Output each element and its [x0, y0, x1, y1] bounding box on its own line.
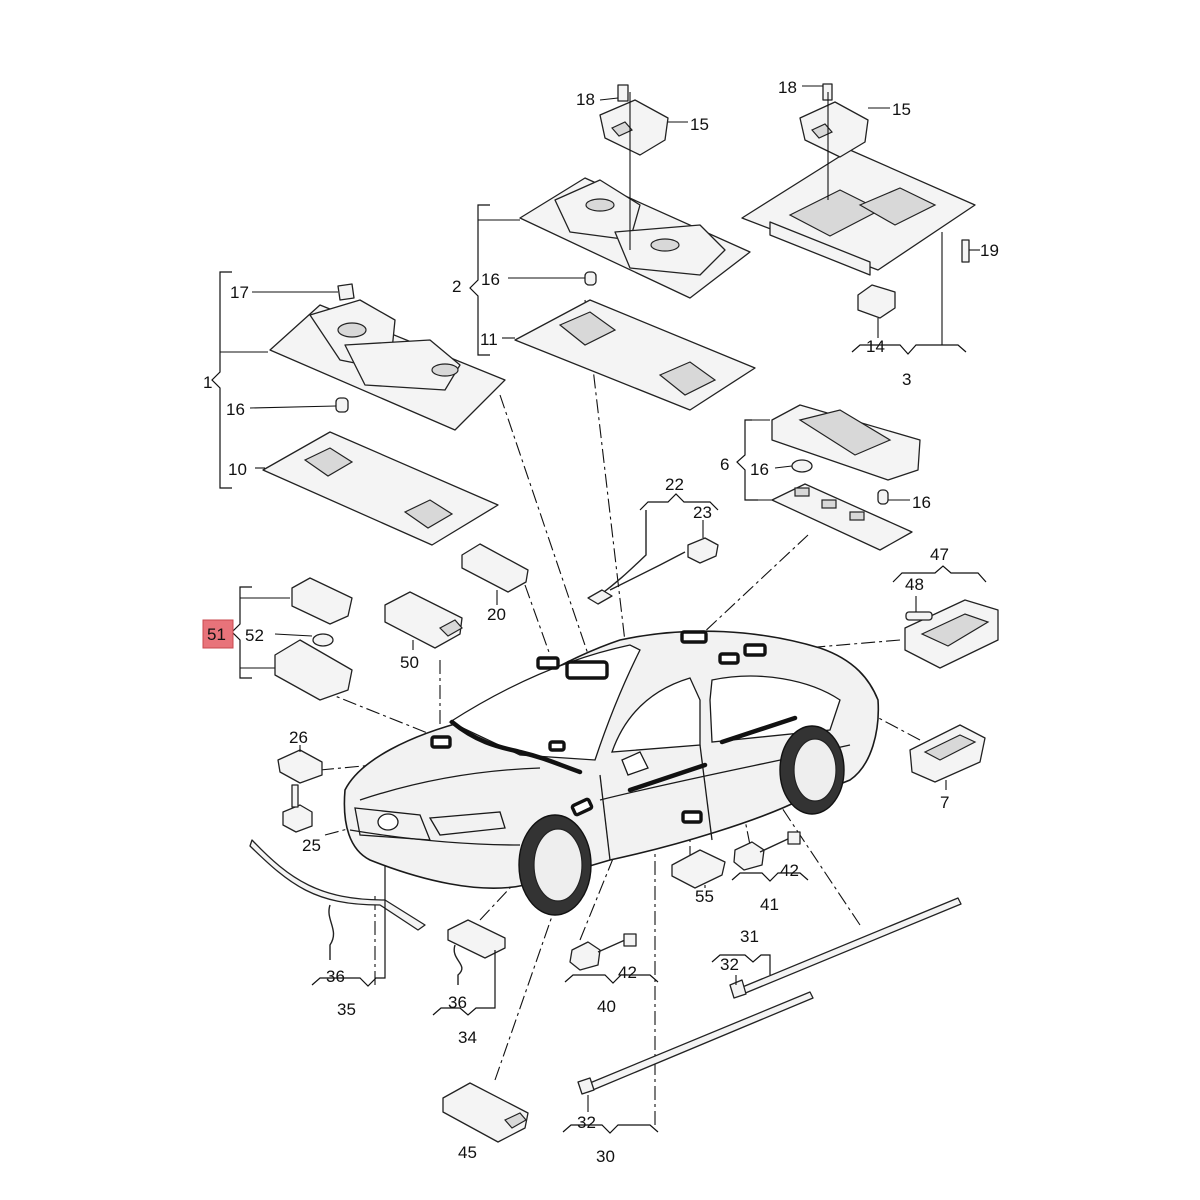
highlight-box-51 [202, 619, 234, 649]
module-15-right [799, 101, 869, 158]
callout-42-lower: 42 [618, 963, 637, 982]
bulb-16-unit6-a [791, 459, 813, 473]
callout-3: 3 [902, 370, 911, 389]
connector-23 [687, 537, 719, 564]
bracket-26 [277, 745, 323, 784]
module-50 [384, 591, 463, 650]
callout-26: 26 [289, 728, 308, 747]
bulb-16-unit6-b [877, 489, 889, 505]
callout-52: 52 [245, 626, 264, 645]
callout-16-left: 16 [226, 400, 245, 419]
console-cover-10 [262, 431, 499, 546]
roof-console-on-car [565, 660, 609, 680]
module-45 [442, 1082, 529, 1143]
callout-1: 1 [203, 373, 212, 392]
callout-11: 11 [480, 330, 498, 349]
strip-30 [562, 991, 814, 1134]
callout-16-center: 16 [481, 270, 500, 289]
switch-14 [857, 284, 896, 319]
callout-18-center: 18 [576, 90, 595, 109]
callout-42-upper: 42 [780, 861, 799, 880]
callout-45: 45 [458, 1143, 477, 1162]
bulb-16-center [584, 271, 597, 286]
screw-19 [961, 239, 970, 263]
callout-30: 30 [596, 1147, 615, 1166]
switch-25 [282, 784, 313, 833]
car-illustration [343, 630, 880, 916]
lamp-cover-51 [291, 577, 353, 625]
lamp-group-47 [892, 565, 999, 669]
callout-16-unit6-a: 16 [750, 460, 769, 479]
roof-console-group-3 [741, 83, 980, 355]
callout-23: 23 [693, 503, 712, 522]
lamp-group-51 [231, 577, 353, 701]
callout-36-left: 36 [326, 967, 345, 986]
logo-badge [377, 813, 399, 831]
callout-47: 47 [930, 545, 949, 564]
callout-7: 7 [940, 793, 949, 812]
clip-32-upper [729, 979, 747, 999]
callout-20: 20 [487, 605, 506, 624]
harness-34 [432, 919, 506, 1016]
callout-35: 35 [337, 1000, 356, 1019]
callout-31: 31 [740, 927, 759, 946]
harness-35 [249, 839, 426, 987]
callout-6: 6 [720, 455, 729, 474]
wire-harness-22 [587, 493, 719, 605]
callout-40: 40 [597, 997, 616, 1016]
callout-51: 51 [207, 625, 226, 644]
switch-group-41 [731, 831, 809, 882]
callout-55: 55 [695, 887, 714, 906]
clip-32-lower [577, 1077, 595, 1095]
callout-14: 14 [866, 337, 885, 356]
light-unit-group-6 [736, 404, 921, 551]
callout-18-right: 18 [778, 78, 797, 97]
module-15-center [599, 99, 669, 156]
callout-36-center: 36 [448, 993, 467, 1012]
callout-16-unit6-b: 16 [912, 493, 931, 512]
module-20 [461, 543, 529, 605]
callout-48: 48 [905, 575, 924, 594]
callout-10: 10 [228, 460, 247, 479]
front-side-window [611, 677, 701, 753]
callout-34: 34 [458, 1028, 477, 1047]
switch-group-40 [564, 933, 659, 984]
handle-55 [671, 849, 726, 889]
strip-31 [711, 897, 962, 999]
callout-17: 17 [230, 283, 249, 302]
callout-2: 2 [452, 277, 461, 296]
rear-side-window [709, 675, 841, 743]
callout-25: 25 [302, 836, 321, 855]
bulb-48 [905, 611, 933, 621]
callout-32-upper: 32 [720, 955, 739, 974]
light-lens-6 [771, 483, 913, 551]
callout-15-center: 15 [690, 115, 709, 134]
lamp-7 [909, 724, 986, 790]
callout-50: 50 [400, 653, 419, 672]
callout-22: 22 [665, 475, 684, 494]
bolt-18-center [617, 84, 629, 102]
callout-15-right: 15 [892, 100, 911, 119]
bulb-16-left [335, 397, 349, 413]
callout-labels: 1 2 3 6 7 10 11 14 15 15 16 16 16 16 17 … [203, 78, 999, 1166]
callout-19: 19 [980, 241, 999, 260]
callout-32-lower: 32 [577, 1113, 596, 1132]
bulb-52 [312, 633, 334, 647]
callout-41: 41 [760, 895, 779, 914]
roof-console-group-1 [211, 271, 506, 546]
console-cover-11 [514, 299, 756, 411]
clip-17 [337, 283, 355, 301]
roof-console-group-2 [469, 84, 756, 411]
lamp-housing-51 [274, 639, 353, 701]
